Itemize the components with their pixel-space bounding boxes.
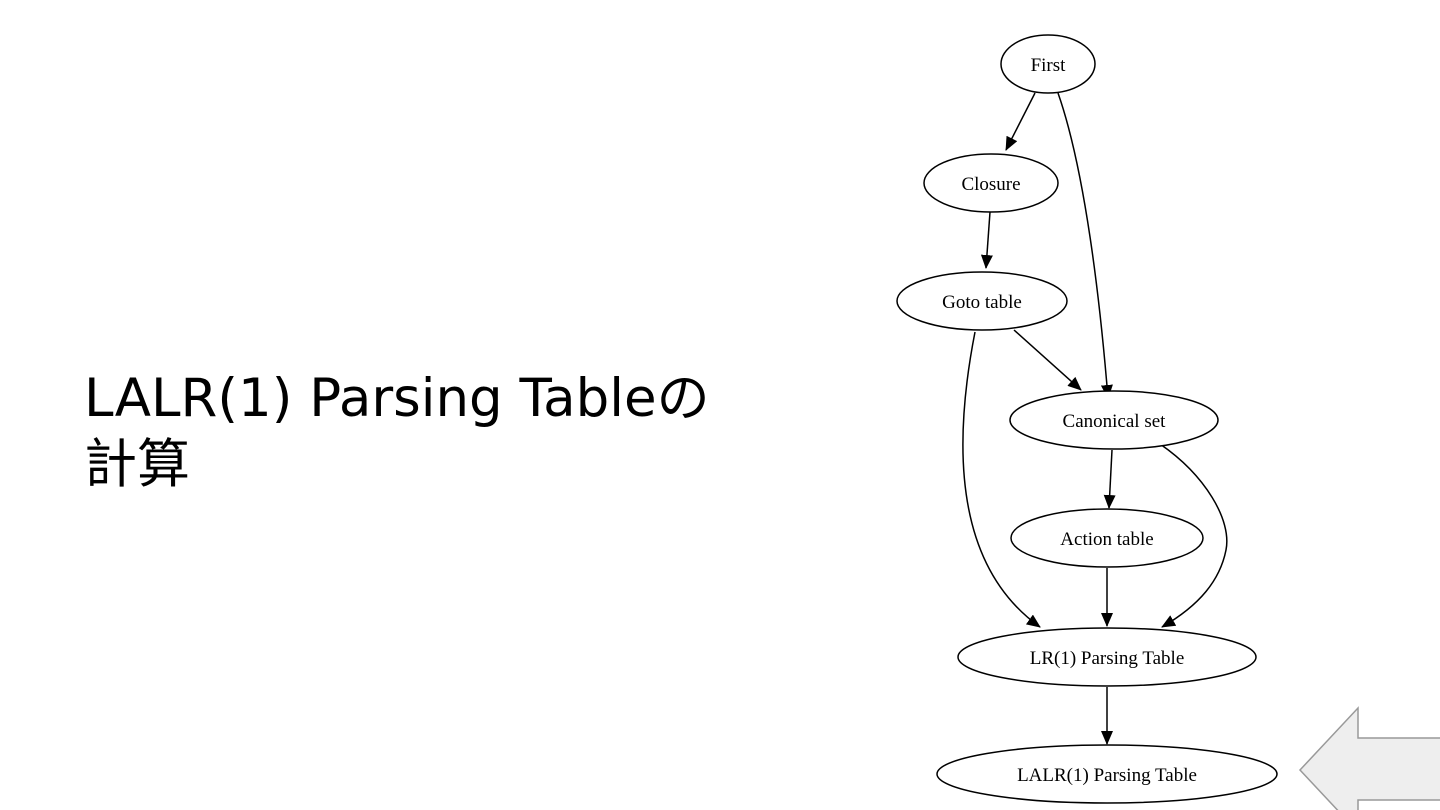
node-action-table: Action table	[1010, 508, 1204, 568]
node-goto-table-label: Goto table	[942, 292, 1022, 313]
slide-title-line-2: 計算	[84, 434, 190, 495]
node-lalr1-parsing-table-label: LALR(1) Parsing Table	[1017, 765, 1197, 786]
node-closure-label: Closure	[961, 174, 1020, 195]
edge-closure-goto-table	[980, 211, 993, 269]
node-first: First	[1000, 34, 1096, 94]
edge-goto-table-canonical-set	[1013, 329, 1082, 391]
left-pointer-arrow-icon	[1298, 706, 1440, 810]
node-lalr1-parsing-table: LALR(1) Parsing Table	[936, 744, 1278, 804]
slide-title: LALR(1) Parsing Tableの 計算	[84, 366, 844, 498]
edge-first-closure	[1005, 92, 1036, 151]
node-action-table-label: Action table	[1060, 529, 1153, 550]
edge-canonical-set-action-table	[1103, 449, 1116, 509]
node-canonical-set: Canonical set	[1009, 390, 1219, 450]
node-closure: Closure	[923, 153, 1059, 213]
slide-title-line-1: LALR(1) Parsing Tableの	[84, 368, 710, 429]
edge-canonical-set-lr1	[1159, 443, 1228, 628]
node-goto-table: Goto table	[896, 271, 1068, 331]
edge-goto-table-lr1	[962, 331, 1041, 628]
node-first-label: First	[1031, 55, 1067, 76]
node-lr1-parsing-table: LR(1) Parsing Table	[957, 627, 1257, 687]
node-canonical-set-label: Canonical set	[1063, 411, 1167, 432]
node-lr1-parsing-table-label: LR(1) Parsing Table	[1030, 648, 1185, 669]
edge-first-canonical-set	[1057, 92, 1113, 399]
